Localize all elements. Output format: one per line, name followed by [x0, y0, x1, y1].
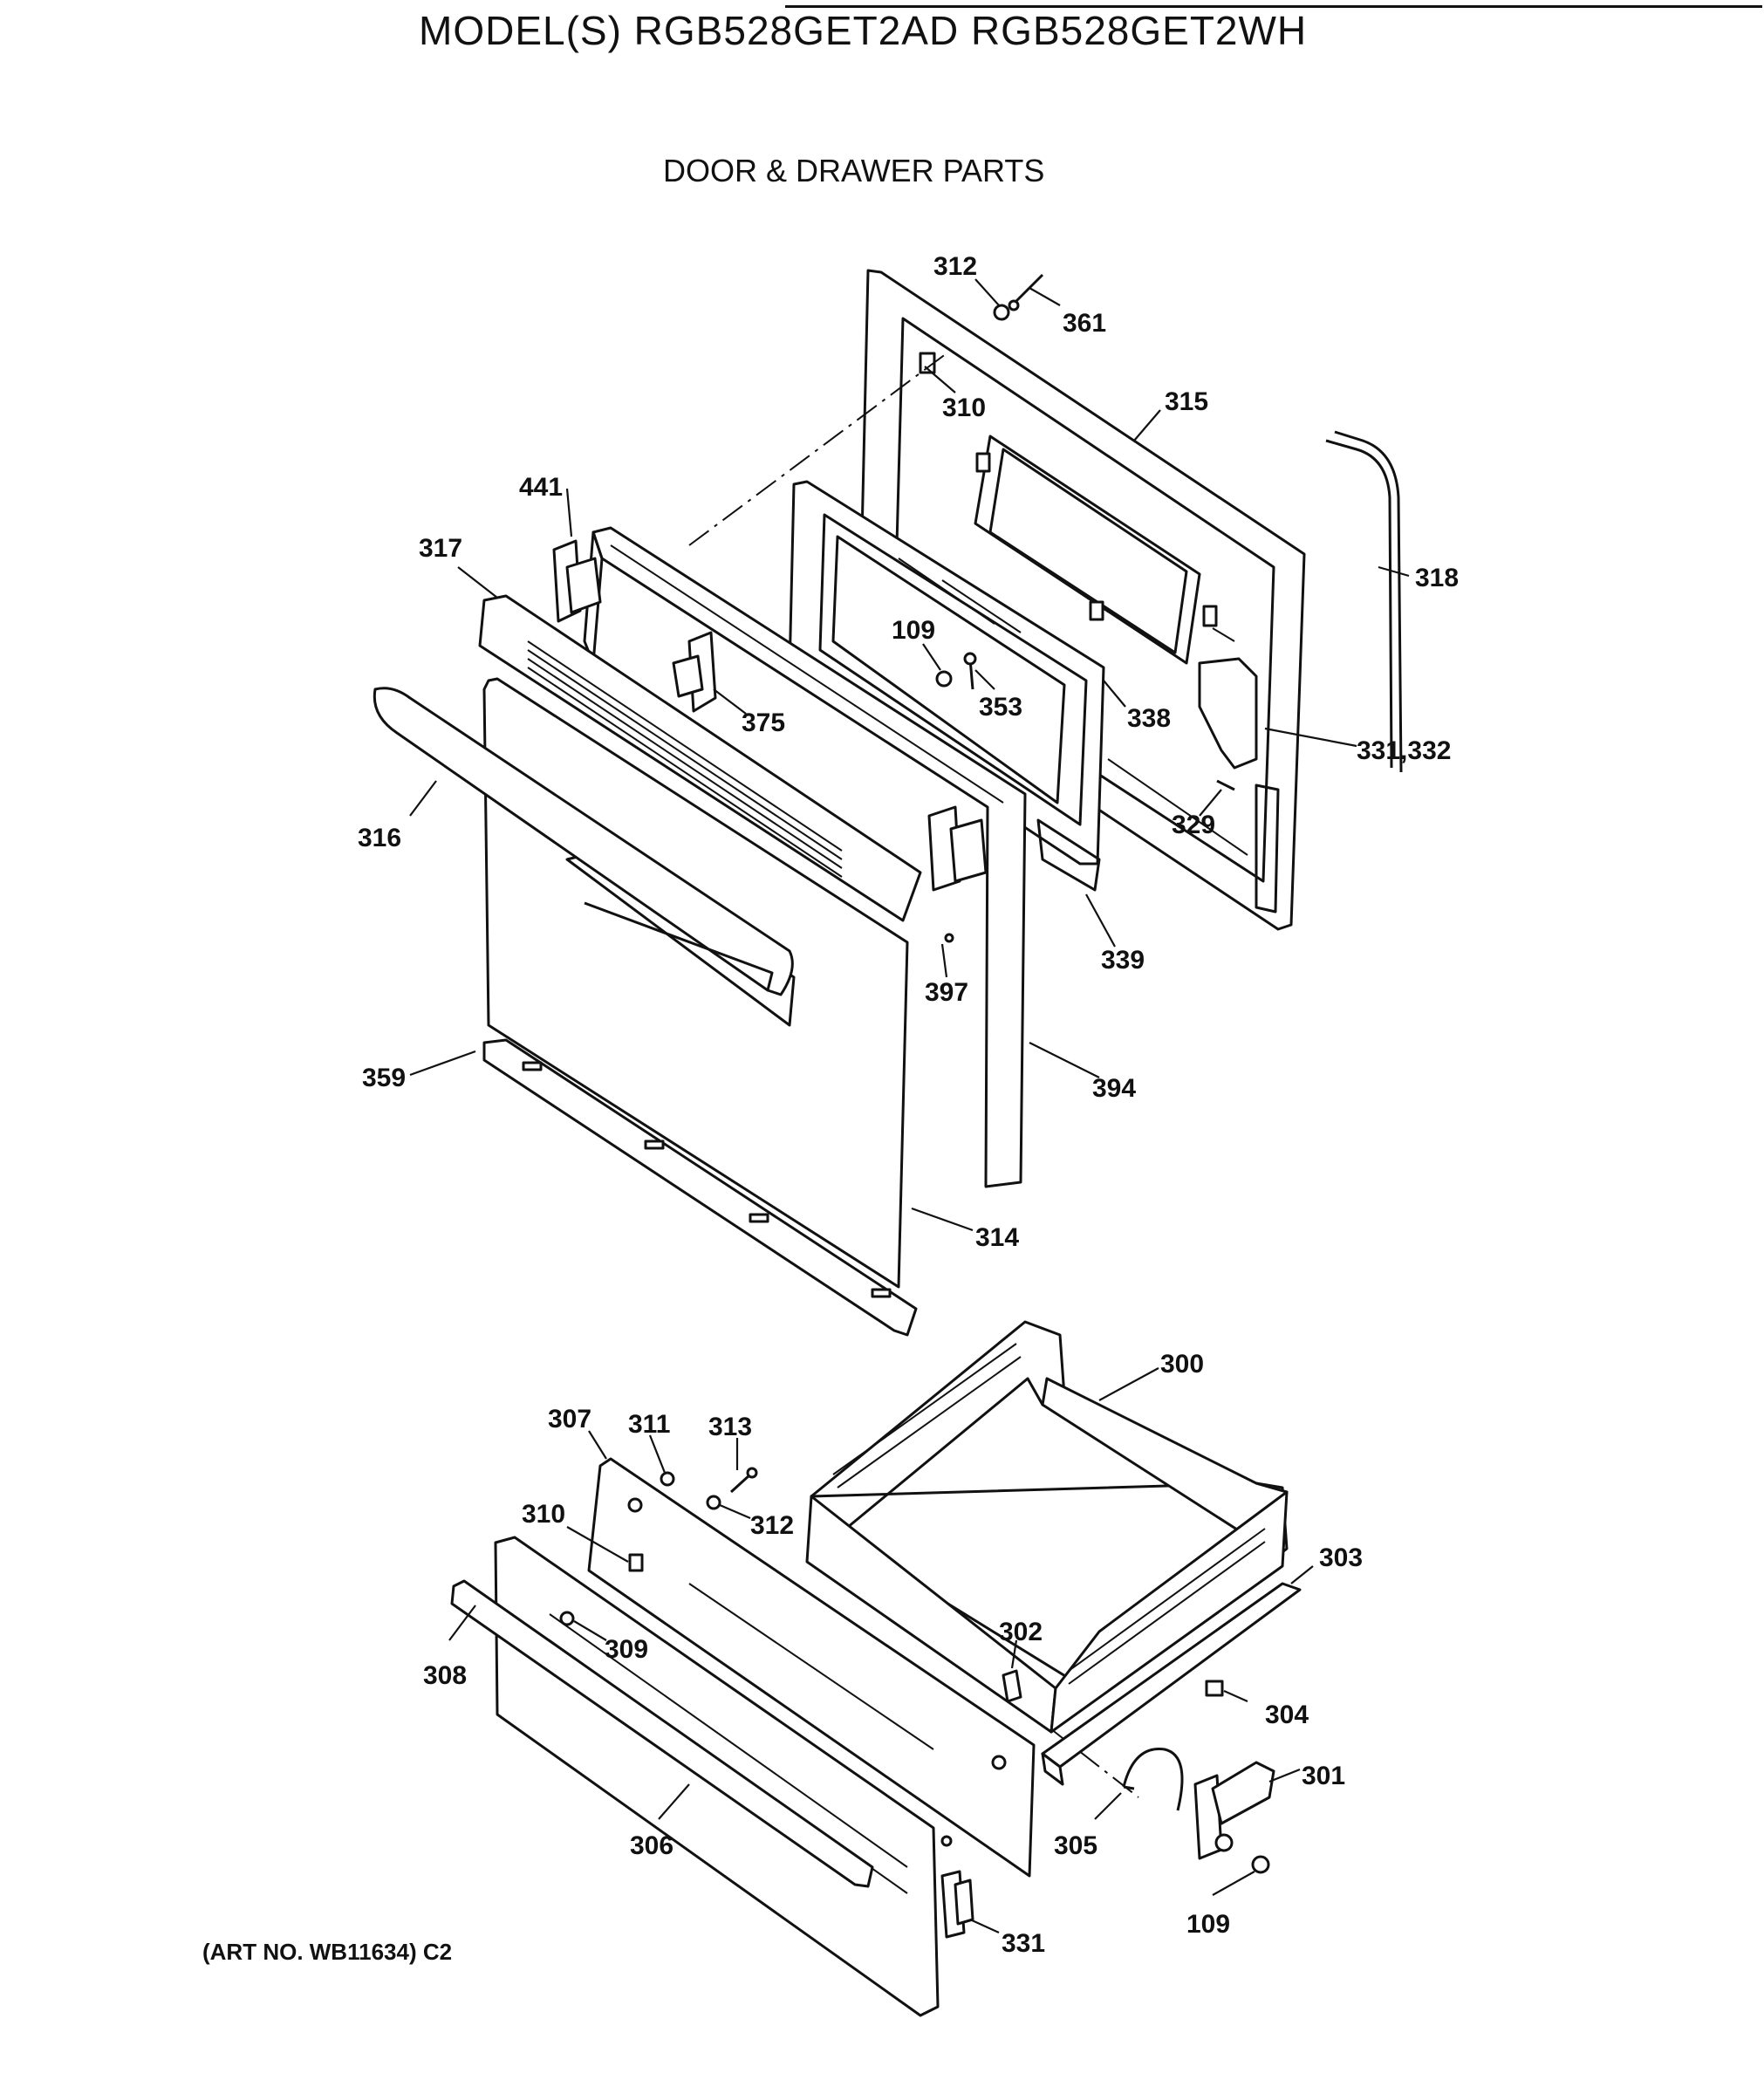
- model-numbers: MODEL(S) RGB528GET2AD RGB528GET2WH: [419, 8, 1308, 53]
- left-hinge-441: [552, 539, 602, 623]
- label-306: 306: [630, 1831, 673, 1860]
- vent-slots: [527, 640, 843, 878]
- label-311: 311: [628, 1410, 670, 1439]
- label-310-top: 310: [942, 393, 986, 422]
- label-338: 338: [1127, 704, 1171, 733]
- label-313: 313: [708, 1413, 752, 1441]
- label-394: 394: [1092, 1074, 1136, 1103]
- hinge-bracket-331-332: [1198, 657, 1258, 770]
- label-310-bottom: 310: [522, 1500, 565, 1529]
- label-353: 353: [979, 693, 1022, 722]
- label-109-bottom: 109: [1186, 1910, 1230, 1939]
- label-312-bottom: 312: [750, 1511, 794, 1540]
- liner-clip: [628, 1553, 644, 1572]
- label-316: 316: [358, 824, 401, 852]
- label-359: 359: [362, 1064, 406, 1092]
- label-441: 441: [519, 473, 563, 502]
- drawer-bracket-331: [940, 1870, 974, 1939]
- label-361: 361: [1063, 309, 1106, 338]
- label-329: 329: [1172, 811, 1215, 839]
- label-315: 315: [1165, 387, 1208, 416]
- bracket-nut: [1251, 1855, 1270, 1874]
- drawer-bracket: [1193, 1761, 1275, 1860]
- label-109-top: 109: [892, 616, 935, 645]
- slide-roller: [1002, 1669, 1022, 1703]
- drawer-handle: [450, 1579, 874, 1888]
- door-handle: [373, 687, 794, 996]
- label-375: 375: [742, 708, 785, 737]
- vent-trim: [478, 594, 922, 922]
- leader-lines: [409, 278, 1410, 1934]
- label-309: 309: [605, 1635, 648, 1664]
- label-318: 318: [1415, 564, 1459, 592]
- label-314: 314: [975, 1223, 1019, 1252]
- header-rule: [785, 5, 1762, 8]
- wire-clip: [1122, 1748, 1184, 1811]
- label-301: 301: [1302, 1762, 1345, 1790]
- label-308: 308: [423, 1661, 467, 1690]
- label-397: 397: [925, 978, 968, 1007]
- door-hinge-plate: [672, 631, 717, 713]
- section-title: DOOR & DRAWER PARTS: [663, 153, 1045, 188]
- label-312-top: 312: [933, 252, 977, 281]
- label-339: 339: [1101, 946, 1145, 975]
- label-331-332: 331,332: [1357, 736, 1451, 765]
- label-317: 317: [419, 534, 462, 563]
- part-labels: 312 361 310 315 441 317 318 109 353 338 …: [358, 252, 1459, 1958]
- right-hinge: [927, 805, 988, 892]
- door-bottom-trim: [482, 1038, 918, 1337]
- label-305: 305: [1054, 1831, 1097, 1860]
- drawer-hardware: [660, 1467, 758, 1510]
- drawer-liner: [587, 1457, 1036, 1878]
- door-shield: [1036, 818, 1101, 892]
- label-304: 304: [1265, 1701, 1309, 1729]
- art-number: (ART NO. WB11634) C2: [202, 1939, 453, 1965]
- label-331: 331: [1002, 1929, 1045, 1958]
- door-gasket: [1325, 430, 1403, 773]
- slide-stop: [1205, 1680, 1224, 1697]
- drawer-slide: [1041, 1582, 1302, 1786]
- label-300: 300: [1160, 1350, 1204, 1379]
- inner-door-panel: [858, 269, 1306, 931]
- drawer-box: [805, 1320, 1289, 1734]
- label-303: 303: [1319, 1543, 1363, 1572]
- label-302: 302: [999, 1618, 1043, 1646]
- label-307: 307: [548, 1405, 591, 1434]
